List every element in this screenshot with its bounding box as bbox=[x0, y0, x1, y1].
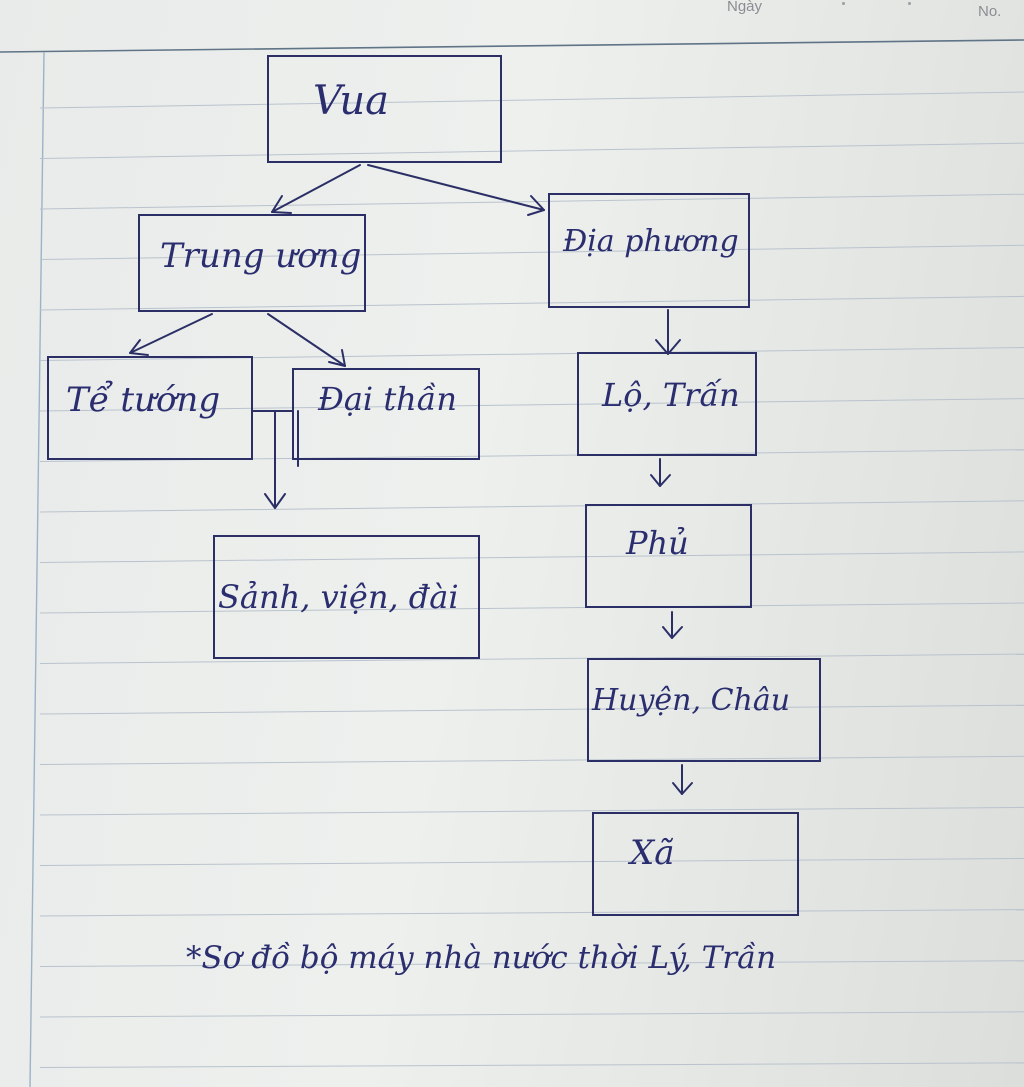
node-te-tuong-box bbox=[47, 356, 253, 460]
margin-line bbox=[29, 51, 45, 1087]
node-dai-than-label: Đại thần bbox=[318, 380, 457, 418]
node-phu-label: Phủ bbox=[626, 524, 689, 562]
header-dot bbox=[908, 2, 911, 5]
ruled-line bbox=[39, 1011, 1024, 1018]
node-huyen-chau-label: Huyện, Châu bbox=[592, 683, 791, 718]
ruled-line bbox=[39, 500, 1024, 513]
ruled-line bbox=[39, 858, 1024, 866]
ruled-line bbox=[39, 1062, 1024, 1068]
diagram-caption: *Sơ đồ bộ máy nhà nước thời Lý, Trần bbox=[186, 940, 777, 976]
node-dia-phuong-label: Địa phương bbox=[563, 224, 739, 259]
ruled-line bbox=[39, 653, 1024, 664]
ruled-line bbox=[39, 909, 1024, 917]
node-trung-uong-box bbox=[138, 214, 366, 312]
node-huyen-chau-box bbox=[587, 658, 821, 762]
ruled-line bbox=[39, 244, 1024, 260]
ruled-line bbox=[39, 91, 1024, 109]
node-sanh-vien-dai-box bbox=[213, 535, 480, 659]
ruled-line bbox=[39, 704, 1024, 715]
node-xa-box bbox=[592, 812, 799, 916]
ruled-line bbox=[39, 398, 1024, 412]
ruled-line bbox=[39, 960, 1024, 967]
node-dai-than-box bbox=[292, 368, 480, 460]
ruled-line bbox=[39, 193, 1024, 210]
ruled-line bbox=[39, 347, 1024, 361]
node-lo-tran-label: Lộ, Trấn bbox=[602, 376, 740, 414]
ruled-line bbox=[39, 602, 1024, 614]
ruled-line bbox=[39, 806, 1024, 816]
date-label: Ngày bbox=[727, 0, 763, 15]
node-te-tuong-label: Tể tướng bbox=[66, 380, 221, 420]
node-xa-label: Xã bbox=[630, 833, 675, 873]
header-dot bbox=[842, 2, 845, 5]
ruled-line bbox=[39, 551, 1024, 563]
ruled-line bbox=[39, 295, 1024, 311]
node-phu-box bbox=[585, 504, 752, 608]
node-trung-uong-label: Trung ương bbox=[160, 236, 362, 276]
top-rule bbox=[0, 39, 1024, 53]
node-vua-label: Vua bbox=[313, 78, 389, 124]
node-sanh-vien-dai-label: Sảnh, viện, đài bbox=[218, 578, 459, 616]
ruled-line bbox=[39, 142, 1024, 159]
node-dia-phuong-box bbox=[548, 193, 750, 308]
ruled-line bbox=[39, 755, 1024, 765]
node-vua-box bbox=[267, 55, 502, 163]
number-label: No. bbox=[978, 3, 1002, 20]
